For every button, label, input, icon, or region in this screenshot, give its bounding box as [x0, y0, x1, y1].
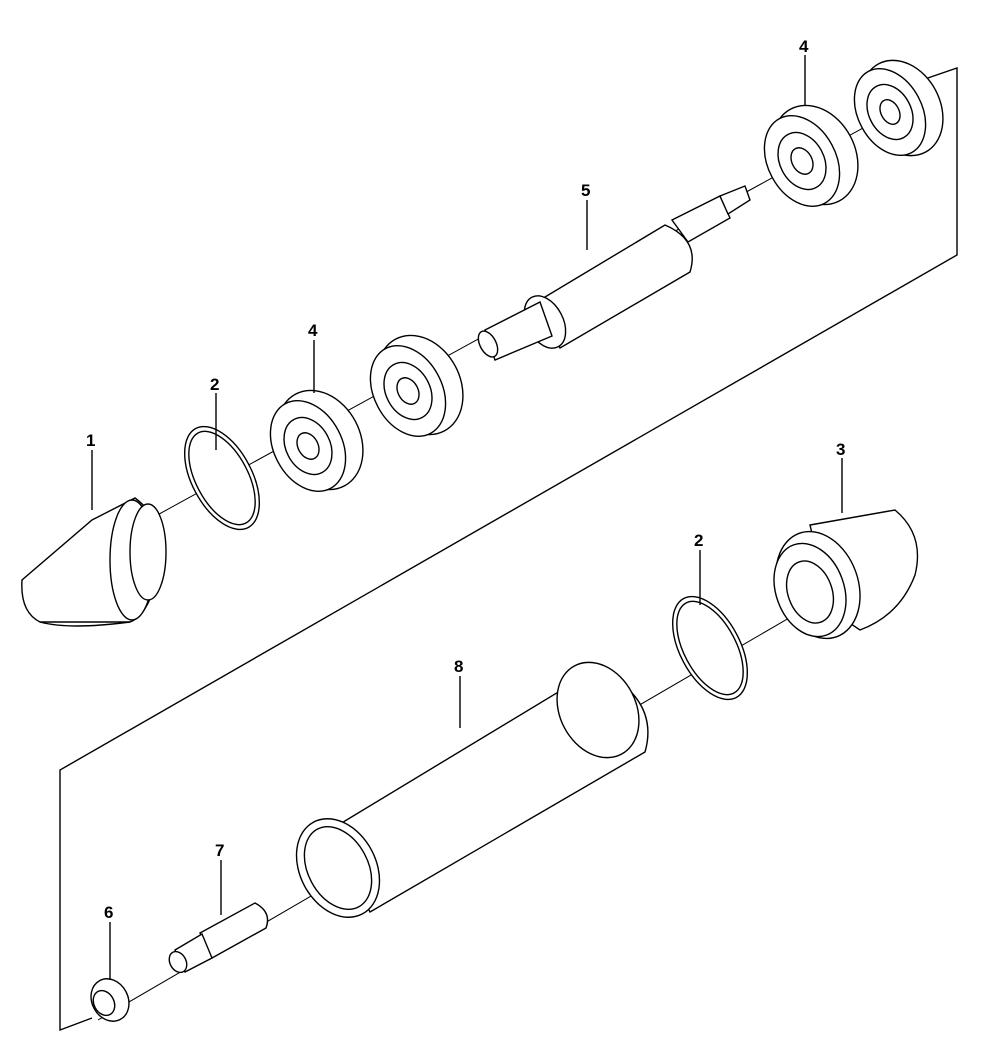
part-7-pin [168, 902, 269, 974]
callout-8: 8 [454, 657, 463, 676]
part-4-bearing-a [269, 389, 364, 492]
callout-4-upper: 4 [799, 37, 809, 56]
part-4-bearing-b [369, 334, 464, 437]
callout-4-lower: 4 [308, 321, 318, 340]
callout-7: 7 [215, 841, 224, 860]
callout-2-lower: 2 [694, 531, 703, 550]
callout-2-upper: 2 [210, 375, 219, 394]
part-4-bearing-d [853, 59, 944, 157]
part-2-o-ring-upper [183, 425, 261, 531]
callout-3: 3 [836, 440, 845, 459]
callout-1: 1 [86, 431, 95, 450]
assembly-bracket-line [59, 67, 958, 1032]
part-5-shaft [477, 185, 751, 361]
callout-6: 6 [104, 903, 113, 922]
part-6-bushing [90, 978, 130, 1022]
callout-5: 5 [581, 181, 590, 200]
part-1-cone-cap [21, 497, 167, 627]
part-2-o-ring-lower [671, 595, 749, 701]
part-3-cone-housing [773, 509, 919, 640]
part-8-sleeve-tube [295, 661, 649, 918]
part-4-bearing-c [763, 104, 859, 207]
